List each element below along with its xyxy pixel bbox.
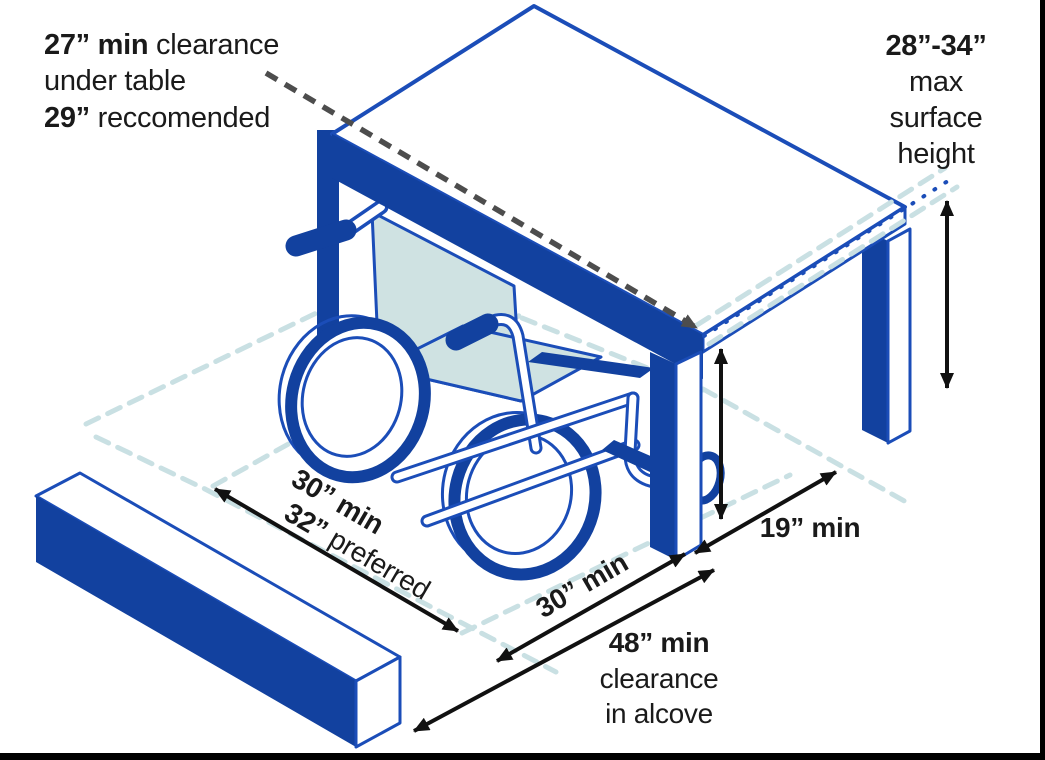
table-rear-legs [317,130,912,445]
wheelchair-push-handle-right [445,313,499,351]
alcove-clearance-arrow [413,568,715,733]
table-apron [332,134,703,379]
wall-bar-end-face [354,655,402,749]
table-front-leg-side [650,352,676,560]
frame-right-border [1040,0,1045,760]
table-rear-right-leg-side [862,228,888,443]
table-front-leg [650,350,703,562]
svg-text:in alcove: in alcove [605,698,713,729]
svg-text:29” reccomended: 29” reccomended [44,102,270,134]
alcove-clearance-label: 48” min clearance in alcove [600,627,719,729]
wheelchair-armrest [528,352,654,378]
svg-text:under table: under table [44,65,186,97]
svg-text:27” min clearance: 27” min clearance [44,29,279,61]
knee-clearance-value: 27” min [44,29,148,61]
svg-text:surface: surface [890,102,983,134]
surface-height-value: 28”-34” [885,30,986,62]
wheelchair-footrest [602,440,662,472]
dimension-arrows [213,200,954,733]
wheelchair-seat [377,324,603,403]
wall-bar-front-face [36,496,356,747]
table-rear-right-leg-front [886,227,912,445]
wheelchair-push-handle-left [285,219,357,257]
frame-bottom-border [0,753,1045,760]
knee-depth-label: 19” min [760,512,861,543]
wheelchair [277,199,725,581]
table-front-leg-front [674,350,703,562]
alcove-clearance-value: 48” min [609,627,710,658]
knee-clearance-pointer-line [264,70,699,331]
knee-depth-arrow [694,470,837,555]
knee-clearance-label: 27” min clearance under table 29” reccom… [44,29,279,134]
knee-clearance-recommended-value: 29” [44,102,90,134]
svg-text:clearance: clearance [600,663,719,694]
svg-text:max: max [909,66,964,98]
table-edge-reference-lines [694,165,960,347]
surface-height-label: 28”-34” max surface height [885,30,986,170]
chair-width-label: 30” min 32” preferred [279,463,435,606]
wheelchair-rear-wheel-left [277,314,431,484]
svg-text:height: height [897,138,974,170]
